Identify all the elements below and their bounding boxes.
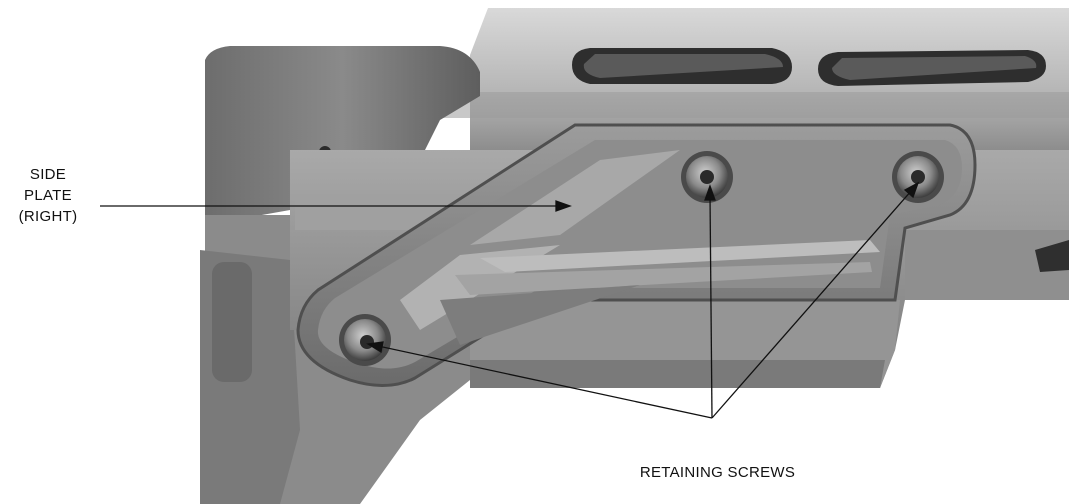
- stock-rear: [205, 46, 480, 225]
- rail-slot: [832, 56, 1037, 80]
- chassis-right: [905, 230, 1069, 300]
- screw-upper-left: [681, 151, 733, 203]
- side-plate-leader: [100, 200, 572, 212]
- side-plate-callout: SIDE PLATE (RIGHT): [0, 164, 96, 227]
- lower-block-shadow: [470, 360, 885, 388]
- side-plate-label-line-2: PLATE: [24, 187, 72, 204]
- chassis-slot: [1035, 240, 1069, 272]
- side-plate-label-line-3: (RIGHT): [18, 208, 78, 225]
- rail-slot: [583, 54, 783, 78]
- forend-bevel: [410, 92, 1069, 118]
- retaining-screws-leader: [366, 181, 920, 419]
- plate-rib: [440, 285, 640, 345]
- plate-rib: [470, 150, 680, 245]
- side-plate-label-line-1: SIDE: [29, 166, 67, 183]
- screw-upper-right: [892, 151, 944, 203]
- screw-lower: [339, 314, 391, 366]
- plate-rib: [455, 262, 872, 295]
- plate-rib: [480, 240, 880, 272]
- retaining-screws-callout: RETAINING SCREWS: [639, 464, 796, 481]
- stock-cutout: [212, 262, 252, 382]
